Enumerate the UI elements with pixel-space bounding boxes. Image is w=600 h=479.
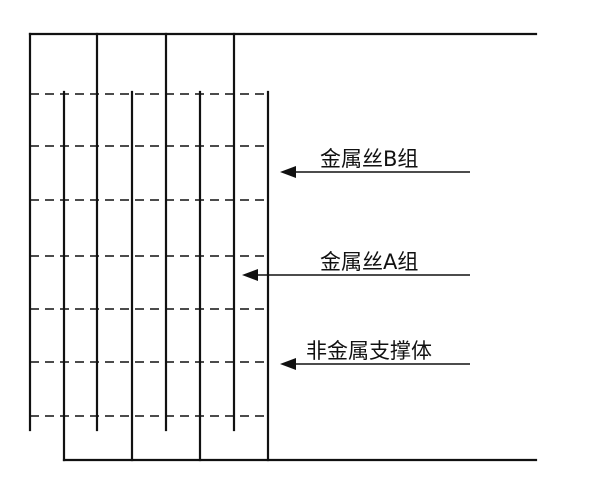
callout-support: 非金属支撑体 bbox=[280, 339, 470, 370]
label-support: 非金属支撑体 bbox=[306, 339, 432, 363]
wire-group-a bbox=[62, 90, 538, 462]
arrow-left-icon bbox=[280, 166, 296, 178]
label-wire-group-a: 金属丝A组 bbox=[320, 250, 418, 274]
callout-wire-group-b: 金属丝B组 bbox=[280, 147, 470, 178]
non-metallic-support bbox=[30, 93, 270, 417]
wire-group-b bbox=[28, 32, 538, 432]
arrow-left-icon bbox=[280, 358, 296, 370]
label-wire-group-b: 金属丝B组 bbox=[320, 147, 418, 171]
callout-wire-group-a: 金属丝A组 bbox=[242, 250, 470, 281]
arrow-left-icon bbox=[242, 269, 258, 281]
